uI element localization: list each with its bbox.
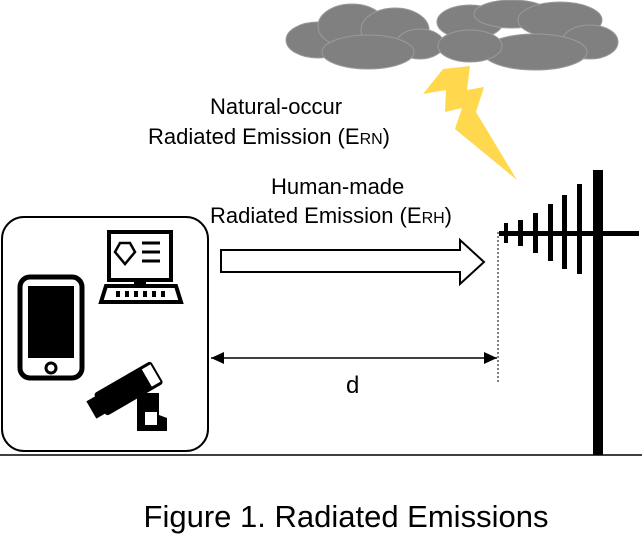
- distance-measurement: [211, 352, 497, 364]
- human-emission-symbol: E: [406, 203, 422, 228]
- natural-emission-title: Natural-occur: [210, 94, 343, 119]
- natural-emission-prefix: Radiated Emission (: [148, 124, 345, 149]
- antenna-mast-icon: [499, 170, 639, 455]
- security-camera-icon: [86, 361, 167, 431]
- lightning-bolt-icon: [423, 66, 517, 180]
- distance-label: d: [346, 372, 360, 399]
- human-emission-suffix: ): [444, 203, 452, 228]
- human-emission-symbol-subscript: RH: [421, 210, 445, 227]
- smartphone-icon: [17, 274, 85, 381]
- natural-emission-symbol-subscript: RN: [359, 131, 383, 148]
- natural-emission-label: Radiated Emission (ERN): [148, 124, 390, 153]
- natural-emission-suffix: ): [382, 124, 390, 149]
- natural-emission-symbol: E: [344, 124, 360, 149]
- human-emission-title: Human-made: [271, 174, 405, 199]
- computer-terminal-icon: [98, 230, 184, 304]
- figure-caption: Figure 1. Radiated Emissions: [143, 499, 549, 534]
- emission-arrow: [220, 237, 486, 287]
- human-emission-prefix: Radiated Emission (: [210, 203, 407, 228]
- cloud-icon: [285, 0, 619, 71]
- human-emission-label: Radiated Emission (ERH): [210, 203, 452, 232]
